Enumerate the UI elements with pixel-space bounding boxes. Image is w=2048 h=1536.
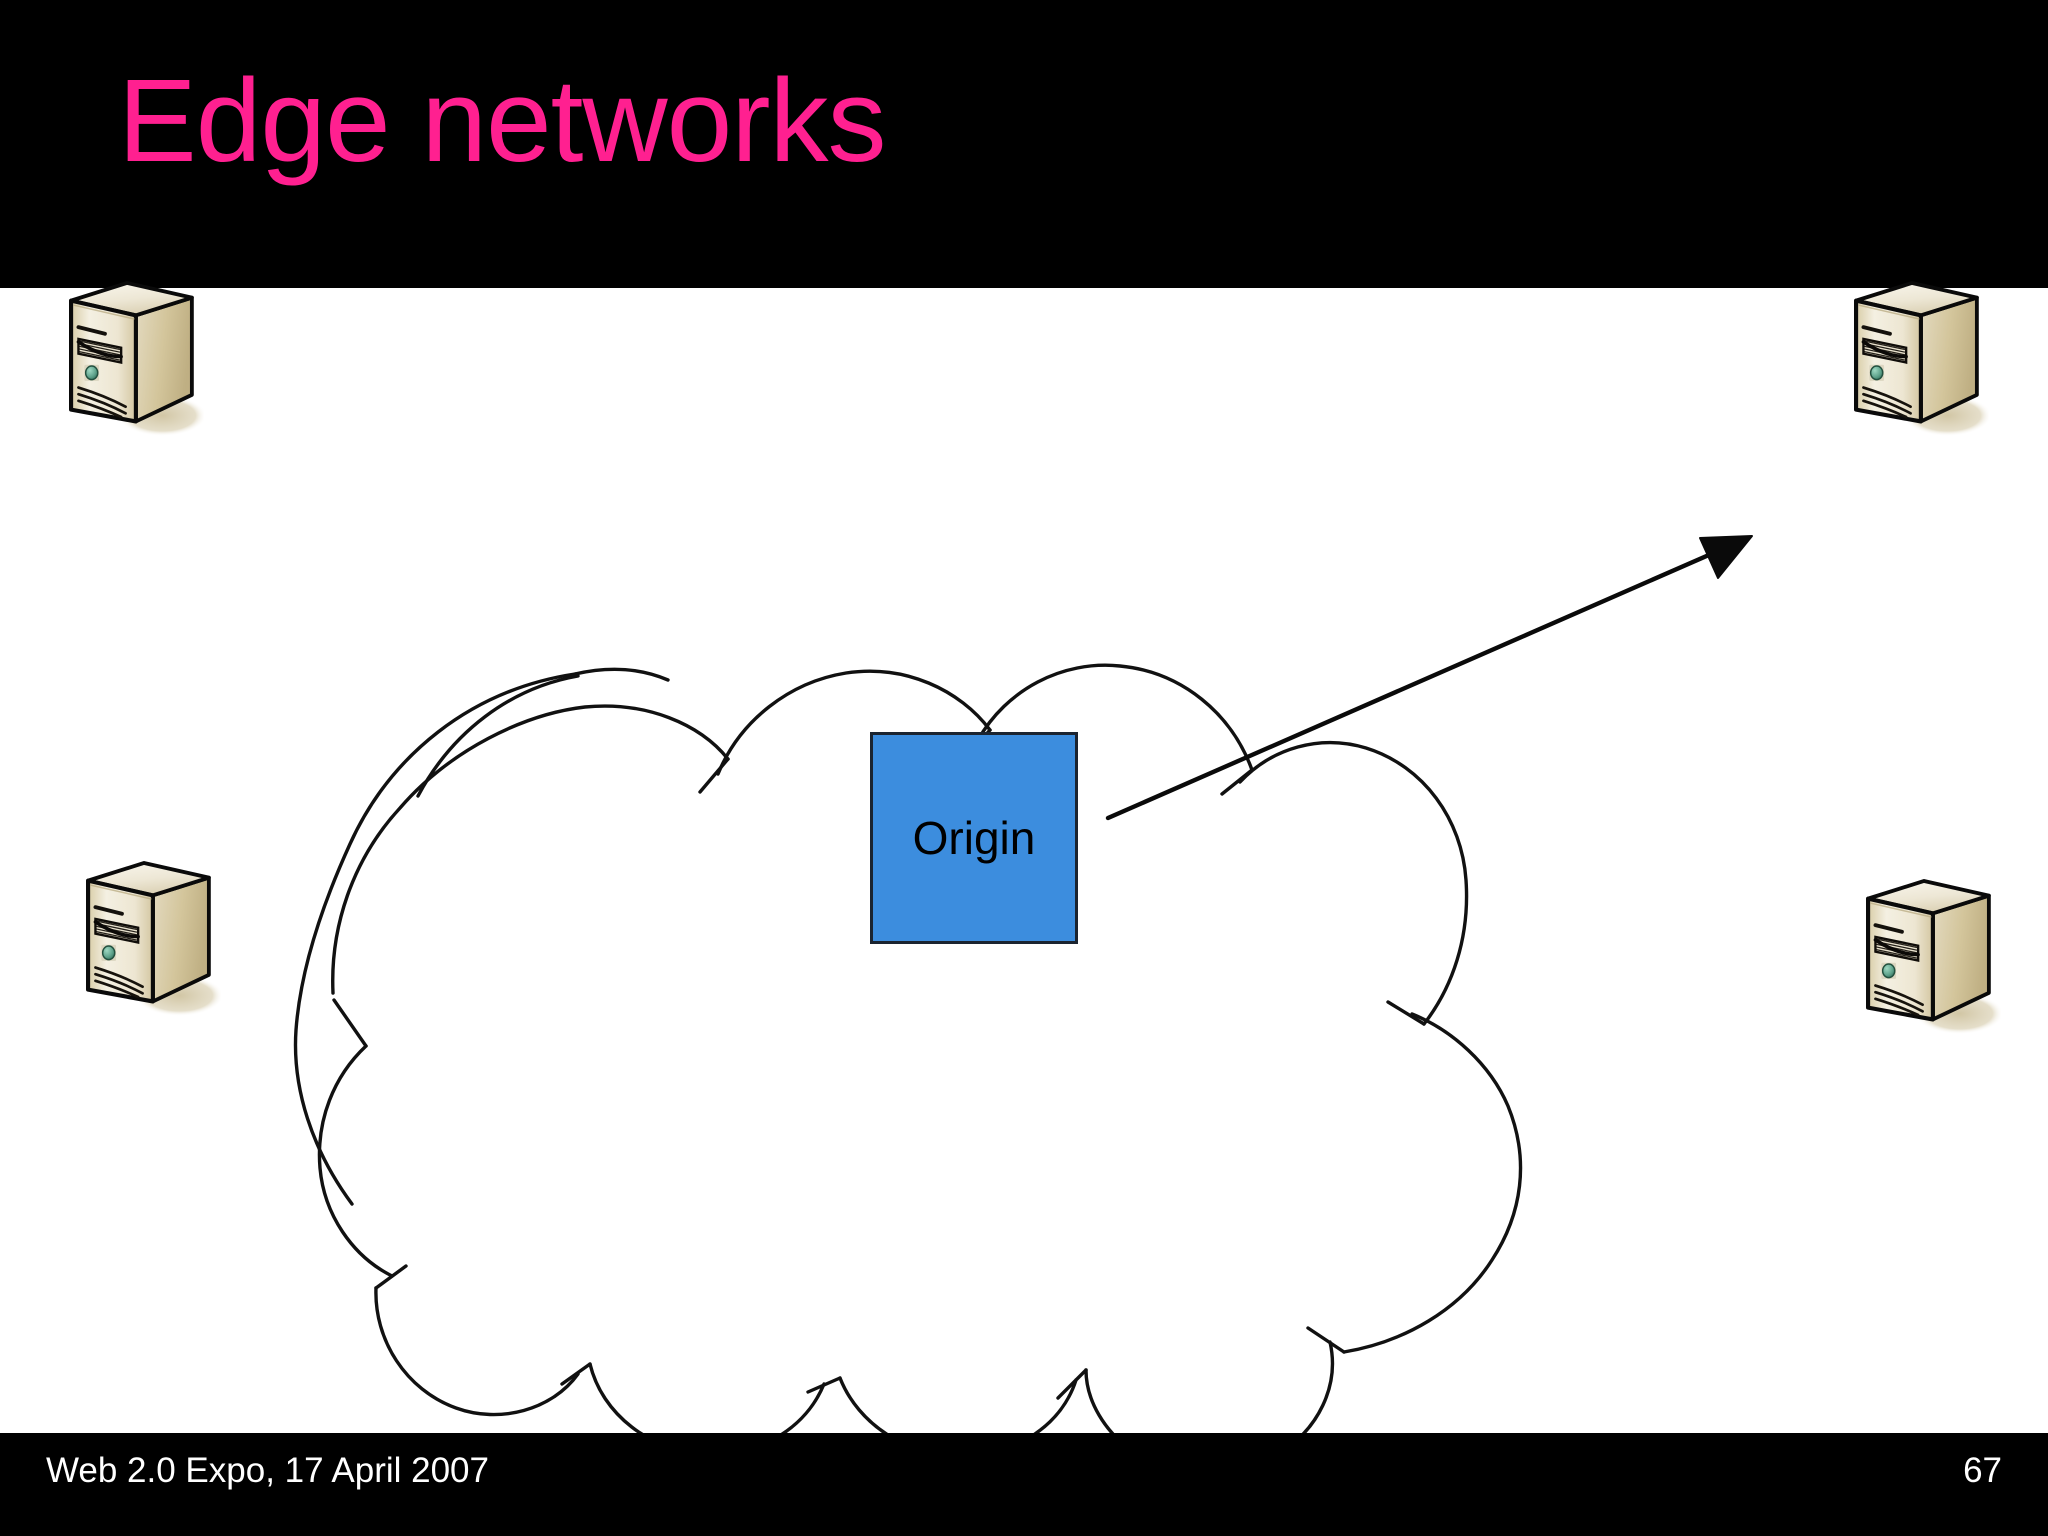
edge-server-bottom-right[interactable] bbox=[1852, 878, 2002, 1043]
origin-to-edge-arrow bbox=[1105, 535, 1753, 821]
origin-label: Origin bbox=[912, 812, 1036, 864]
footer-page-number: 67 bbox=[1963, 1451, 2002, 1490]
footer-event-text: Web 2.0 Expo, 17 April 2007 bbox=[46, 1451, 489, 1490]
server-tower-icon bbox=[55, 280, 205, 445]
server-tower-icon bbox=[72, 860, 222, 1025]
edge-server-top-right[interactable] bbox=[1840, 280, 1990, 445]
edge-server-top-left[interactable] bbox=[55, 280, 205, 445]
server-tower-icon bbox=[1840, 280, 1990, 445]
origin-box[interactable]: Origin bbox=[870, 732, 1078, 944]
edge-server-bottom-left[interactable] bbox=[72, 860, 222, 1025]
slide-body: Origin bbox=[0, 288, 2048, 1433]
slide-header: Edge networks bbox=[0, 0, 2048, 288]
network-diagram bbox=[293, 535, 1753, 1433]
page-title: Edge networks bbox=[118, 55, 887, 187]
cloud-outline bbox=[293, 663, 1523, 1433]
slide-footer: Web 2.0 Expo, 17 April 2007 67 bbox=[0, 1433, 2048, 1536]
server-tower-icon bbox=[1852, 878, 2002, 1043]
